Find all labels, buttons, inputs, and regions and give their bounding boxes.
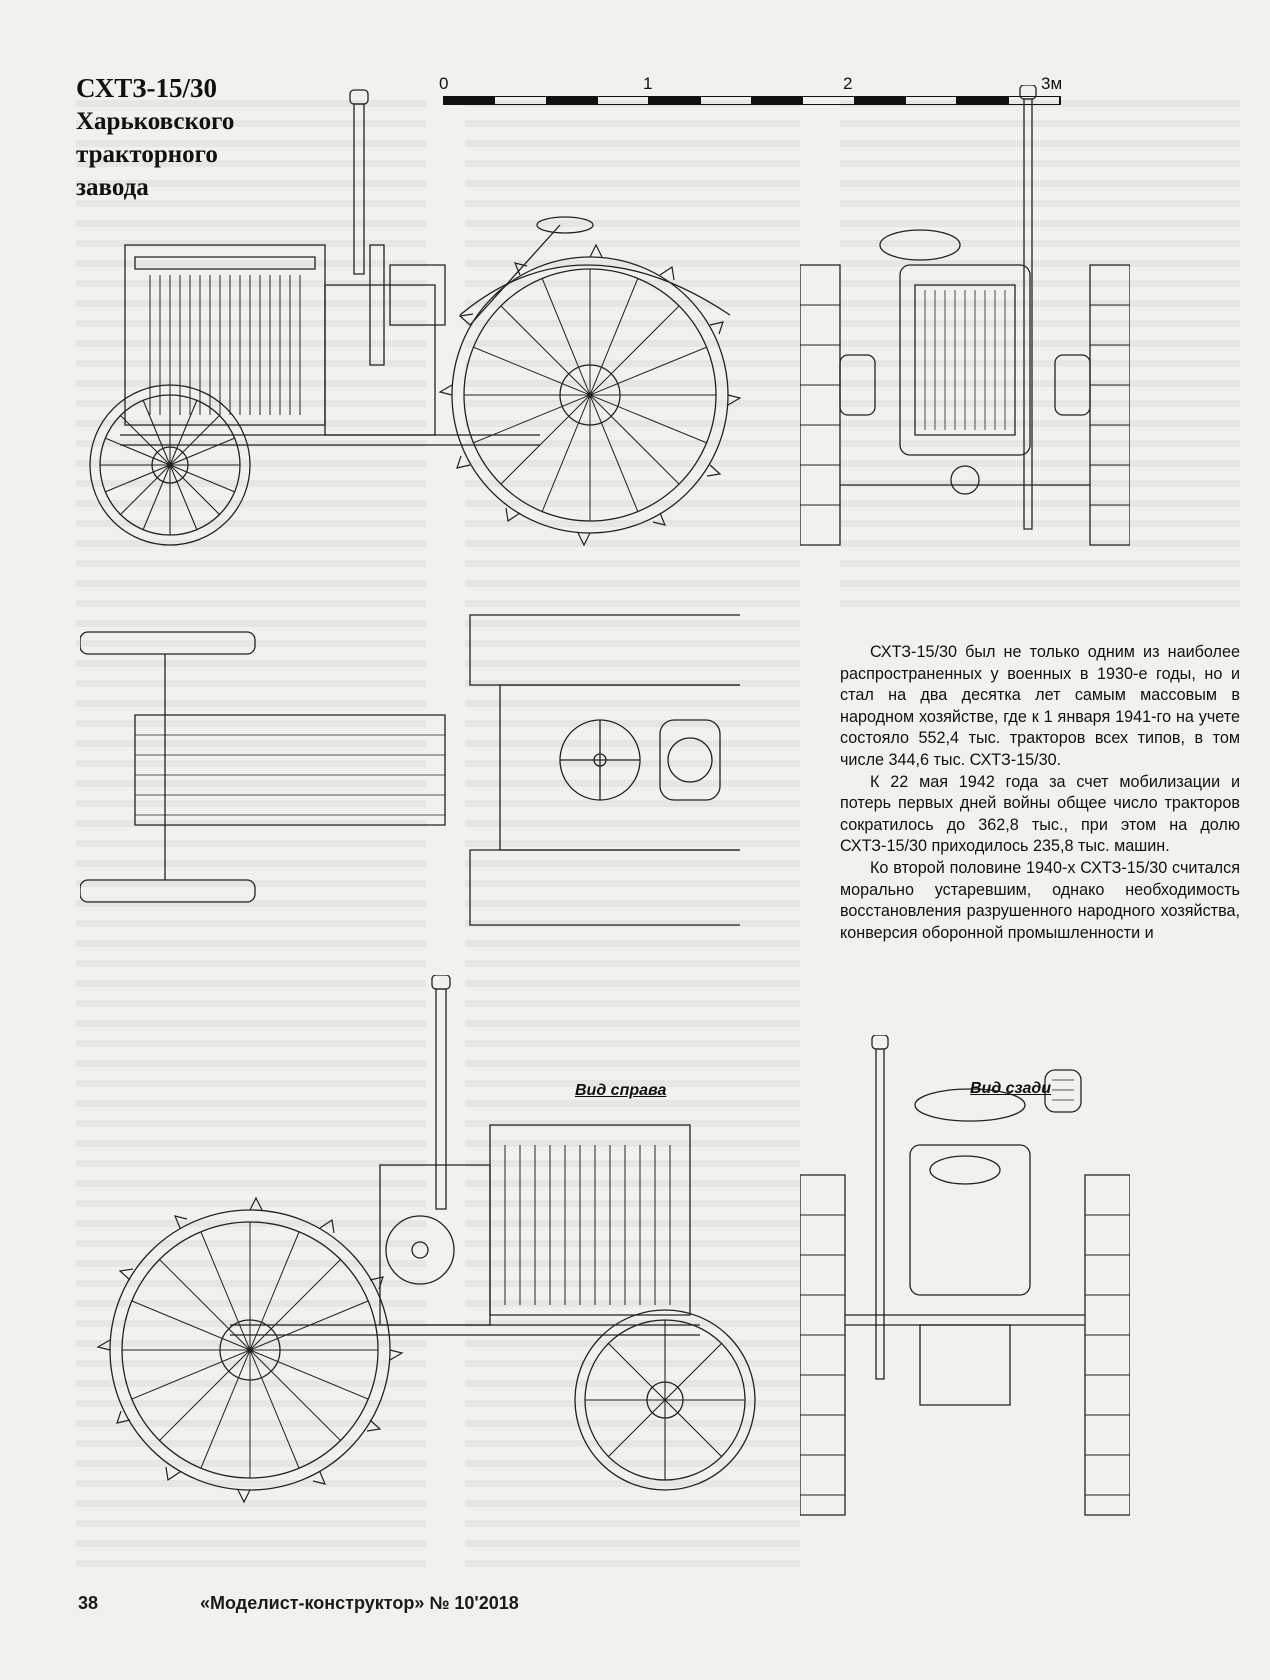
page-title: СХТЗ-15/30 Харьковского тракторного заво… <box>76 72 276 204</box>
title-line-2: Харьковского <box>76 108 235 135</box>
tractor-front-view <box>800 85 1130 555</box>
background-text-right-column <box>840 100 1240 620</box>
article-paragraph-2: К 22 мая 1942 года за счет мобилизации и… <box>840 772 1240 856</box>
magazine-name: «Моделист-конструктор» № 10'2018 <box>200 1593 519 1613</box>
tractor-left-side-view <box>80 85 790 555</box>
scale-tick-0: 0 <box>439 74 449 93</box>
tractor-right-side-view <box>80 975 760 1555</box>
scale-bar <box>443 96 1061 105</box>
title-line-1: СХТЗ-15/30 <box>76 73 218 103</box>
caption-right-view: Вид справа <box>575 1082 667 1099</box>
scale-tick-3: 3м <box>1041 74 1063 93</box>
scale-tick-2: 2 <box>843 74 853 93</box>
tractor-top-view <box>80 610 740 930</box>
title-line-4: завода <box>76 174 149 201</box>
tractor-rear-view <box>800 1035 1130 1555</box>
caption-rear-view: Вид сзади <box>970 1080 1052 1097</box>
article-paragraph-3: Ко второй половине 1940-х СХТЗ-15/30 счи… <box>840 858 1240 942</box>
article-paragraph-1: СХТЗ-15/30 был не только одним из наибол… <box>840 643 1240 769</box>
scale-tick-1: 1 <box>643 74 653 93</box>
scale-ruler: 0 1 2 3м <box>439 74 1063 114</box>
article-text: СХТЗ-15/30 был не только одним из наибол… <box>840 642 1240 944</box>
page-number: 38 <box>78 1593 99 1613</box>
title-line-3: тракторного <box>76 141 218 168</box>
